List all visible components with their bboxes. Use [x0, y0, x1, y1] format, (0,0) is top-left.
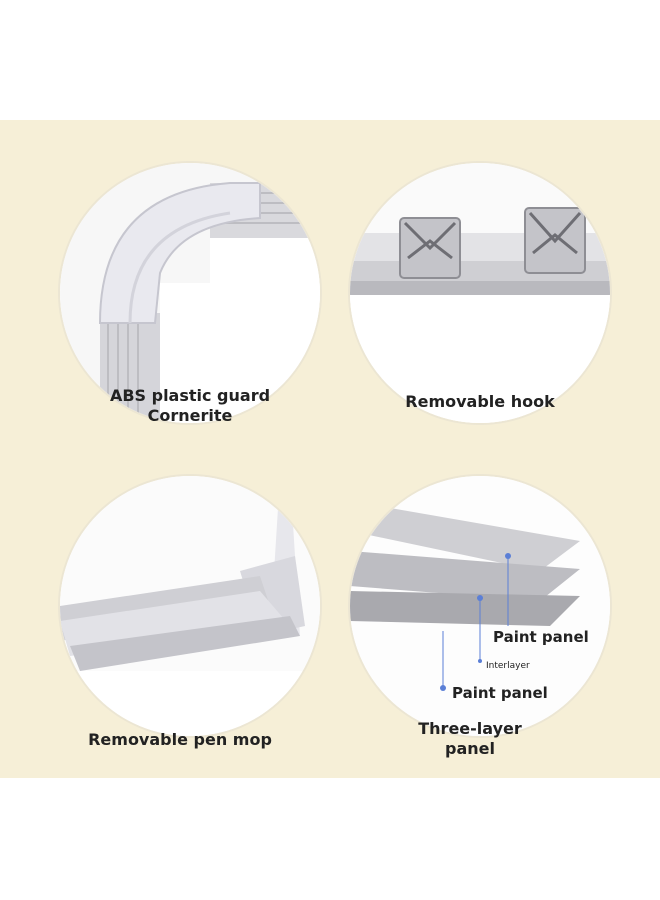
marker-dot	[505, 553, 511, 559]
three-layer-panel-image	[350, 476, 610, 736]
layer-label-bottom: Paint panel	[452, 684, 548, 702]
layer-label-top: Paint panel	[493, 628, 589, 646]
caption-line: ABS plastic guard	[109, 386, 271, 405]
hook-left-icon	[399, 217, 461, 279]
marker-dot	[440, 685, 446, 691]
hook-right-icon	[524, 207, 586, 274]
corner-guard-caption: ABS plastic guard Cornerite	[60, 386, 320, 426]
caption-line: Removable hook	[405, 392, 555, 411]
caption-line: panel	[445, 739, 495, 758]
three-layer-caption: Three-layer panel	[340, 719, 600, 759]
caption-line: Three-layer	[418, 719, 522, 738]
marker-dot	[477, 595, 483, 601]
layer-label-middle: Interlayer	[486, 661, 530, 671]
removable-hook-image	[350, 163, 610, 423]
pen-mop-image	[60, 476, 320, 736]
caption-line: Removable pen mop	[88, 730, 272, 749]
corner-guard-image	[60, 163, 320, 423]
marker-dot	[478, 659, 482, 663]
caption-line: Cornerite	[147, 406, 233, 425]
pen-mop-caption: Removable pen mop	[50, 730, 310, 750]
removable-hook-caption: Removable hook	[350, 392, 610, 412]
